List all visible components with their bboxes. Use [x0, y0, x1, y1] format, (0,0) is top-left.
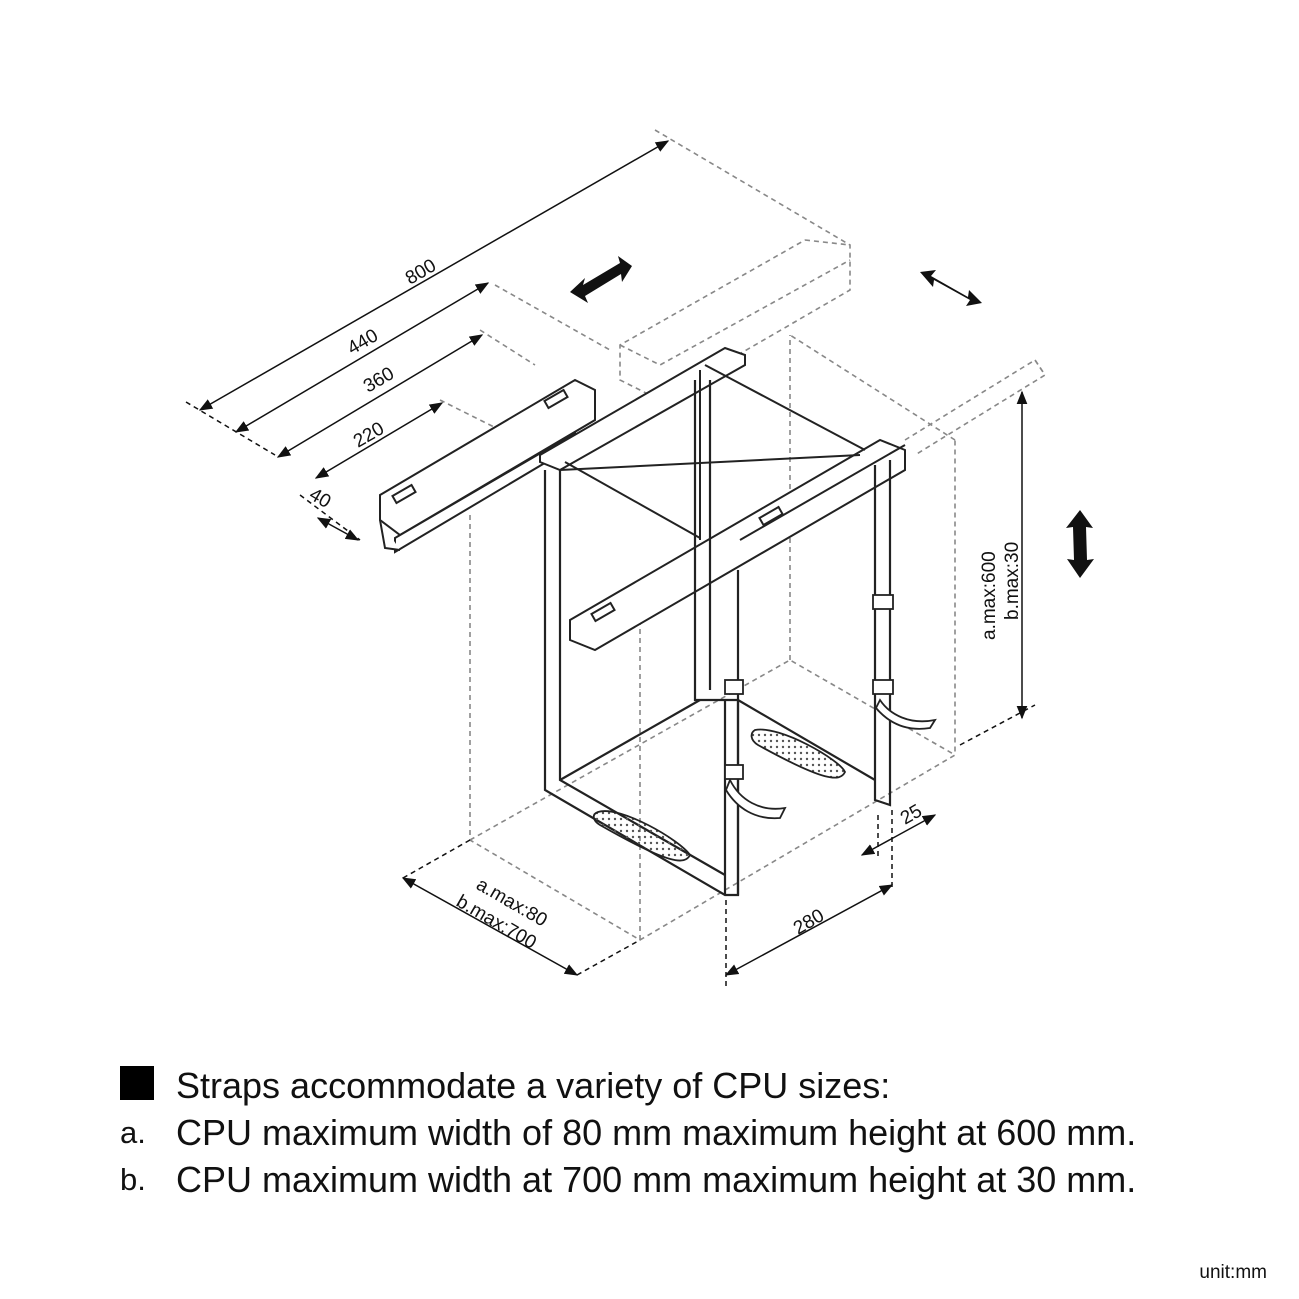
- cpu-straps: [724, 594, 937, 820]
- note-item: a. CPU maximum width of 80 mm maximum he…: [120, 1109, 1240, 1156]
- dim-25: 25: [897, 801, 926, 830]
- dim-height-a: a.max:600: [979, 551, 1000, 640]
- unit-label: unit:mm: [1199, 1262, 1267, 1283]
- dim-360: 360: [360, 363, 398, 397]
- notes-block: Straps accommodate a variety of CPU size…: [120, 1062, 1240, 1203]
- dim-280: 280: [790, 905, 828, 939]
- right-slide-rail: [569, 438, 906, 652]
- dim-800: 800: [402, 255, 440, 289]
- note-marker: a.: [120, 1115, 146, 1150]
- notes-heading-row: Straps accommodate a variety of CPU size…: [120, 1062, 1240, 1109]
- dim-40: 40: [306, 484, 335, 513]
- cpu-holder-diagram: 800 440 360 220 40 a.max:600 b.max:30 a.…: [185, 129, 1094, 990]
- dimension-lines: [185, 140, 1036, 990]
- note-item: b. CPU maximum width at 700 mm maximum h…: [120, 1156, 1240, 1203]
- notes-heading: Straps accommodate a variety of CPU size…: [176, 1064, 891, 1106]
- dim-220: 220: [350, 418, 388, 452]
- square-bullet-icon: [120, 1066, 176, 1105]
- left-slide-rail: [379, 378, 596, 554]
- dim-440: 440: [344, 325, 382, 359]
- note-marker: b.: [120, 1162, 146, 1197]
- dim-height-b: b.max:30: [1002, 542, 1023, 620]
- foot-pads: [592, 728, 846, 862]
- note-text: CPU maximum width at 700 mm maximum heig…: [176, 1158, 1137, 1200]
- note-text: CPU maximum width of 80 mm maximum heigh…: [176, 1111, 1137, 1153]
